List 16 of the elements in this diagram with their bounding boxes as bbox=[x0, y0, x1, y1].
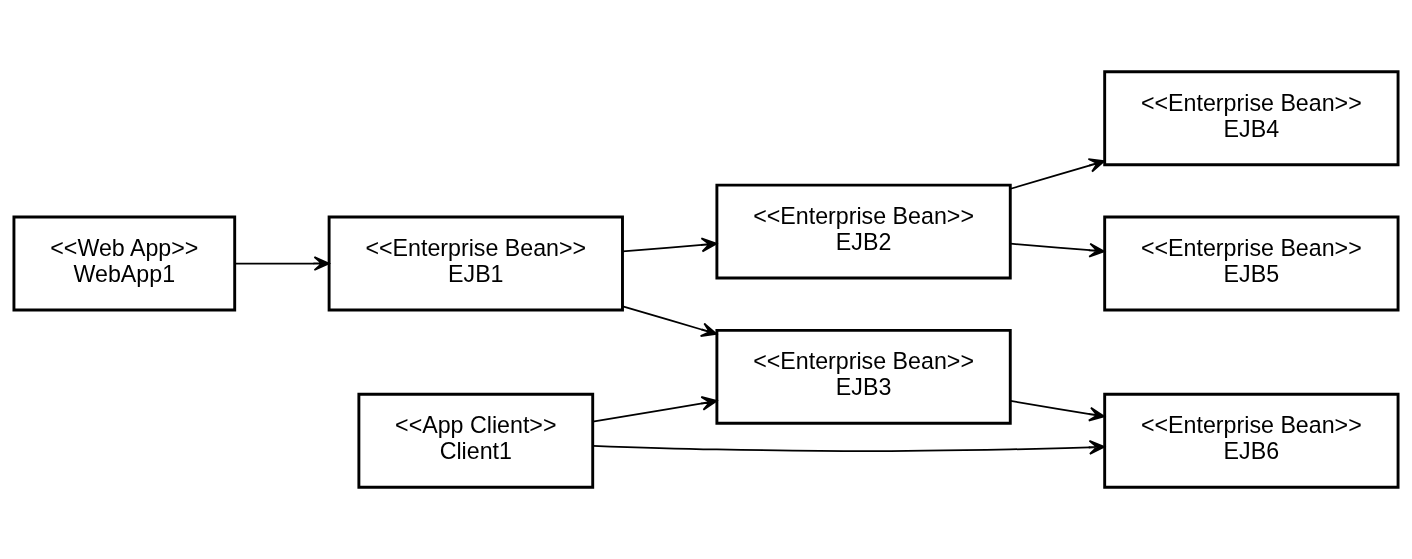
node-box: <<Enterprise Bean>> EJB2 bbox=[715, 183, 1012, 280]
arrow bbox=[1009, 158, 1106, 190]
node-box: <<App Client>> Client1 bbox=[357, 392, 595, 489]
node-box: <<Enterprise Bean>> EJB6 bbox=[1103, 392, 1400, 489]
node-box: <<Enterprise Bean>> EJB3 bbox=[715, 328, 1012, 425]
arrow bbox=[591, 396, 718, 423]
node-box: <<Enterprise Bean>> EJB4 bbox=[1103, 70, 1400, 167]
arrow bbox=[621, 305, 718, 337]
arrow bbox=[234, 256, 330, 271]
node-box: <<Enterprise Bean>> EJB1 bbox=[327, 215, 624, 312]
arrow bbox=[1009, 242, 1106, 258]
node-box: <<Enterprise Bean>> EJB5 bbox=[1103, 215, 1400, 312]
arrow bbox=[1009, 400, 1106, 422]
arrow bbox=[592, 439, 1106, 455]
arrow bbox=[621, 237, 718, 253]
node-box: <<Web App>> WebApp1 bbox=[12, 215, 237, 312]
